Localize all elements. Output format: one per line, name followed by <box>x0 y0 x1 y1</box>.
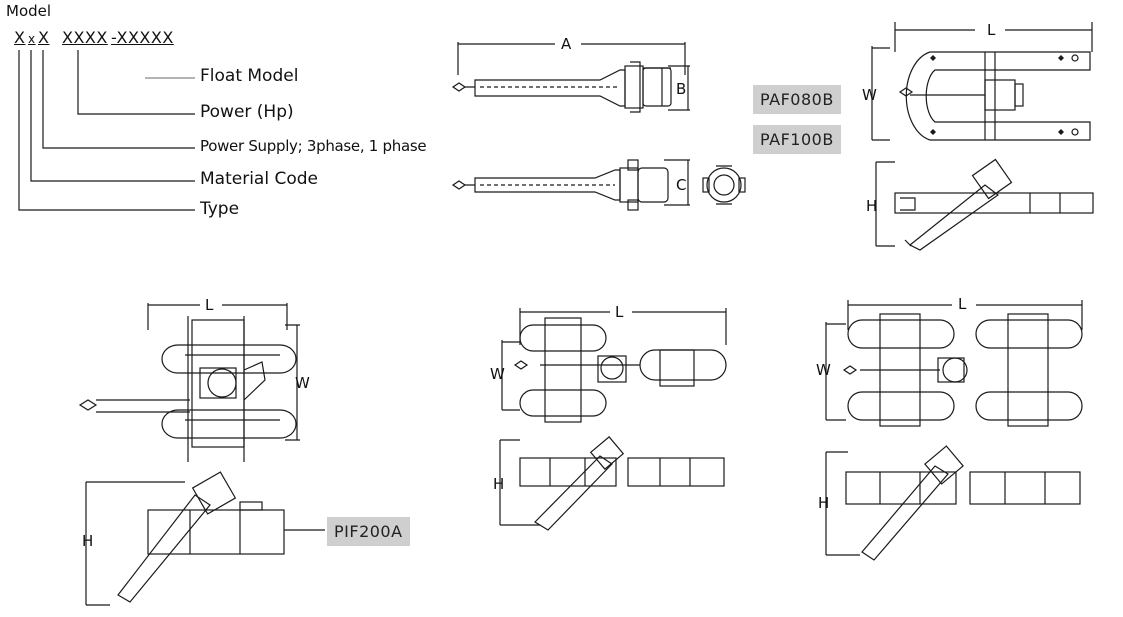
dim-l-bottom-right: L <box>958 295 967 313</box>
model-code-power: XXXX <box>62 28 108 47</box>
legend-leaders <box>18 50 195 211</box>
pump-end-view <box>702 165 746 205</box>
dim-h-bottom-right: H <box>818 494 830 512</box>
legend-power: Power (Hp) <box>200 102 294 122</box>
pump-side-view-c <box>451 159 746 211</box>
pif200a-side-view <box>85 471 325 606</box>
dim-l-bottom-middle: L <box>615 303 624 321</box>
model-code-float: -XXXXX <box>111 28 174 47</box>
legend-type: Type <box>200 199 240 219</box>
legend-power-supply: Power Supply; 3phase, 1 phase <box>200 137 427 155</box>
float-right-side-view <box>825 445 1081 561</box>
model-label: Model <box>6 2 52 20</box>
float-right-top-view <box>825 300 1083 427</box>
legend-float-model: Float Model <box>200 66 299 86</box>
dim-h-bottom-left: H <box>82 532 94 550</box>
model-code-type: X <box>14 28 26 47</box>
dim-l-top-right: L <box>987 21 996 39</box>
dim-b: B <box>676 80 687 98</box>
float-u-side-view <box>875 158 1094 251</box>
legend-material-code: Material Code <box>200 169 318 189</box>
model-code-material: x <box>28 32 36 46</box>
pif200a-top-view <box>78 303 300 462</box>
model-badge-paf100b: PAF100B <box>753 125 841 154</box>
dim-h-bottom-middle: H <box>493 475 505 493</box>
float-middle-top-view <box>501 308 727 423</box>
model-code-power-supply: X <box>38 28 50 47</box>
dim-w-bottom-left: W <box>295 374 310 392</box>
dim-l-bottom-left: L <box>205 296 214 314</box>
float-middle-side-view <box>499 436 725 531</box>
model-badge-paf080b: PAF080B <box>753 85 841 114</box>
dim-h-top-right: H <box>866 197 878 215</box>
dim-c: C <box>676 176 687 194</box>
dim-w-bottom-right: W <box>816 361 831 379</box>
dim-a: A <box>561 35 572 53</box>
model-badge-pif200a: PIF200A <box>327 517 410 546</box>
float-u-top-view <box>871 22 1093 141</box>
pump-side-view-a-b <box>451 42 690 113</box>
dim-w-bottom-middle: W <box>490 365 505 383</box>
dim-w-top-right: W <box>862 86 877 104</box>
